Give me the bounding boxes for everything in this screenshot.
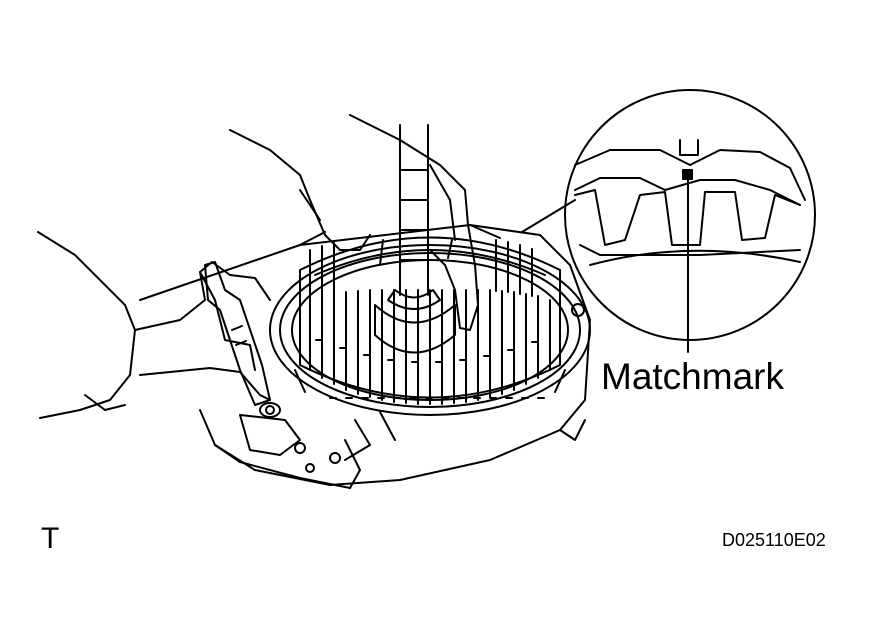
figure-id: D025110E02 xyxy=(722,530,826,550)
corner-mark: T xyxy=(41,522,60,555)
transmission-housing xyxy=(139,224,591,489)
shaft-tool xyxy=(374,124,456,354)
upper-hand xyxy=(229,114,479,331)
clutch-drum xyxy=(299,236,561,405)
detail-inset xyxy=(521,89,816,341)
air-tool xyxy=(204,261,281,418)
left-hand xyxy=(37,231,271,419)
matchmark-label: Matchmark xyxy=(601,356,784,397)
